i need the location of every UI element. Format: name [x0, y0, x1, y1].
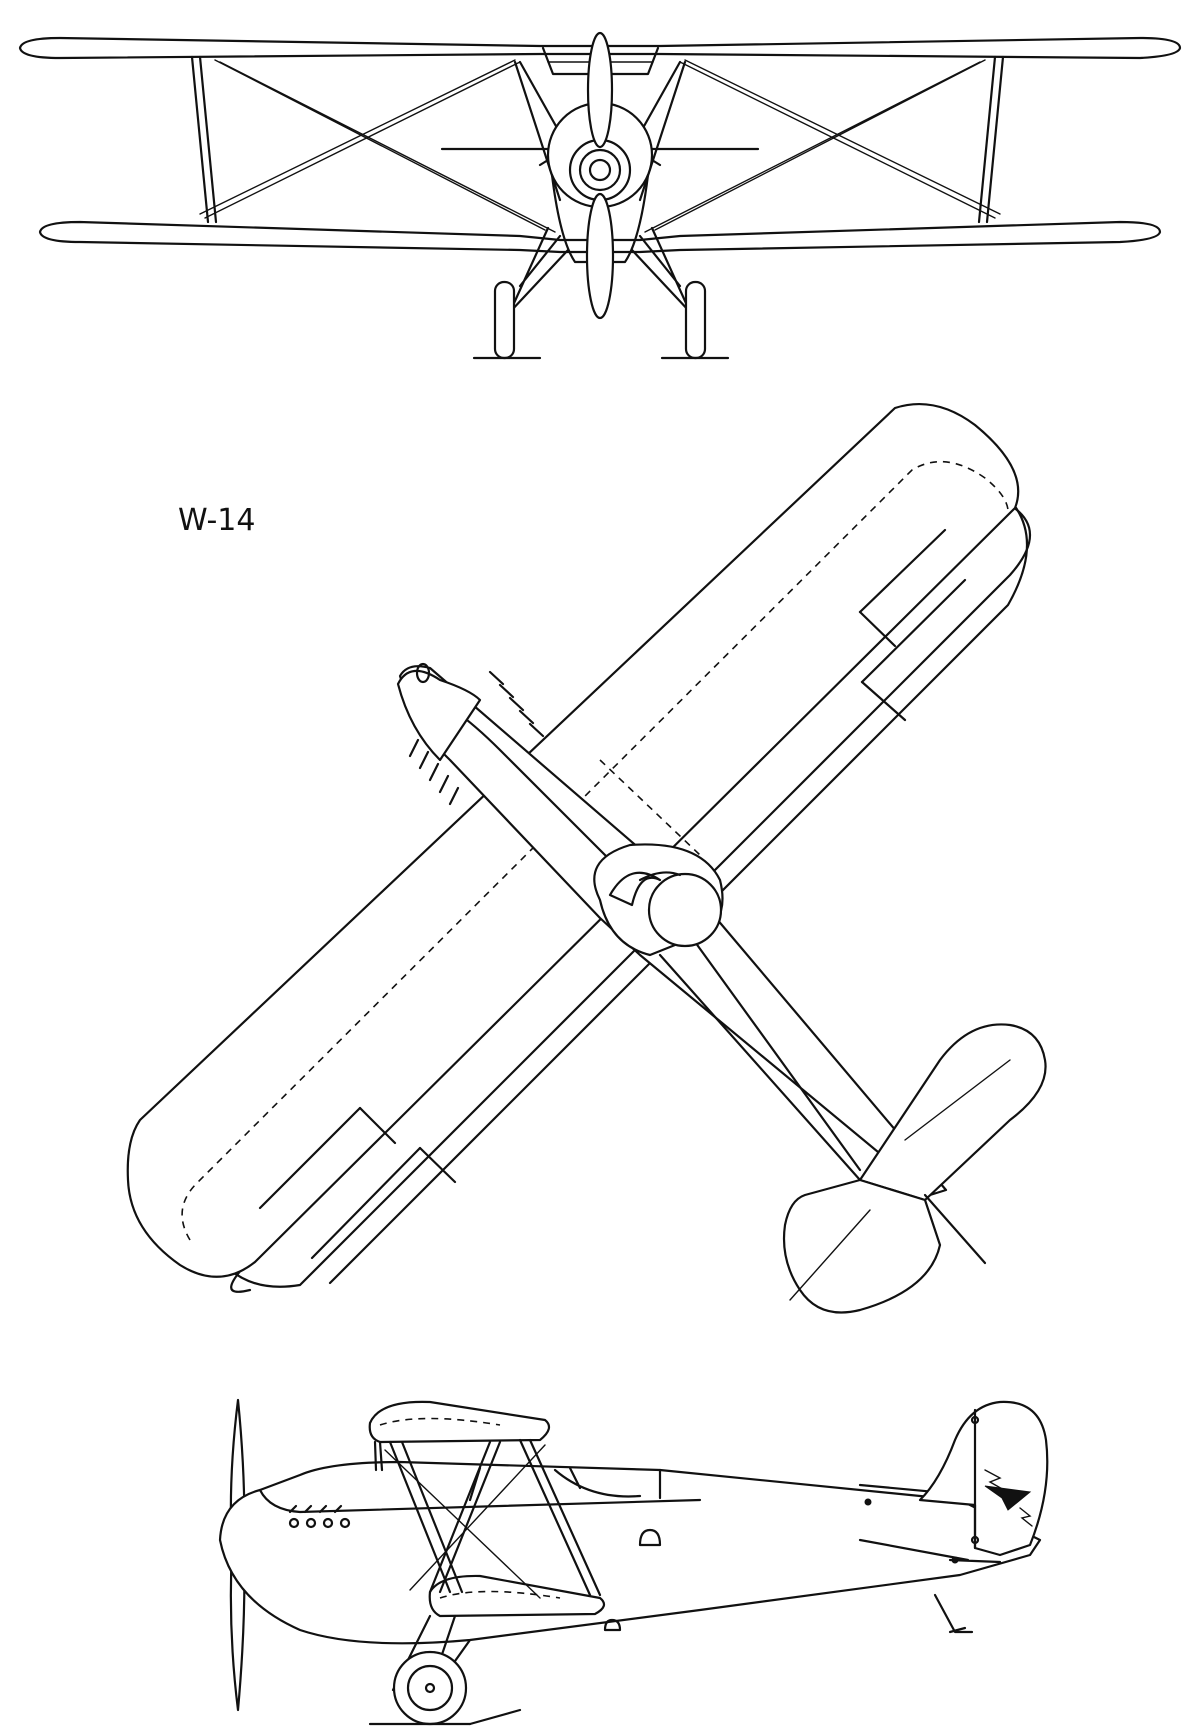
side-view — [218, 1398, 1049, 1726]
side-wheel — [392, 1650, 468, 1726]
front-lower-wing — [38, 220, 1162, 254]
side-upper-wing — [368, 1400, 551, 1444]
side-lower-wing — [428, 1574, 606, 1618]
front-wheel-right — [684, 280, 707, 360]
aileron-right — [858, 610, 907, 722]
front-wheel-left — [493, 280, 516, 360]
front-propeller-blade-lower — [585, 192, 615, 320]
front-view — [18, 31, 1182, 360]
aileron-left — [358, 1106, 457, 1184]
top-view — [126, 402, 1047, 1314]
aircraft-designation: W-14 — [178, 503, 255, 538]
tail-emblem — [984, 1485, 1032, 1511]
side-tail-fin — [918, 1400, 1049, 1557]
front-propeller-blade-upper — [586, 31, 614, 149]
top-horizontal-stabilizer — [858, 1023, 1047, 1202]
